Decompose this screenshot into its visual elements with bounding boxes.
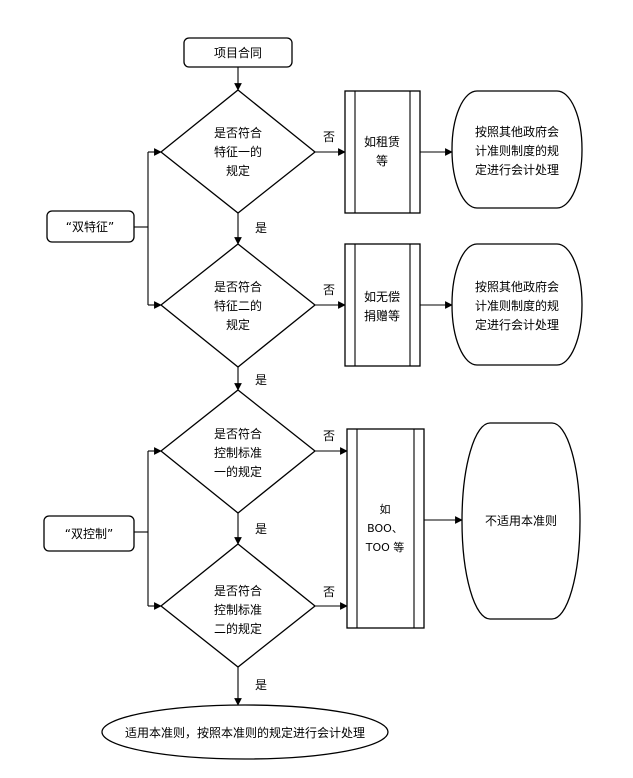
decision-line: 控制标准 xyxy=(214,603,262,617)
outcome-line: 计准则制度的规 xyxy=(475,298,559,313)
edge-label-yes: 是 xyxy=(255,522,267,536)
decision-line: 是否符合 xyxy=(214,583,262,598)
outcome-line: 不适用本准则 xyxy=(485,514,557,528)
decision-line: 规定 xyxy=(226,317,250,332)
edge-label-no: 否 xyxy=(323,283,335,297)
process-line: BOO、 xyxy=(367,522,403,535)
decision-line: 规定 xyxy=(226,163,250,178)
side-label-features: “双特征” xyxy=(46,210,135,243)
decision-line: 是否符合 xyxy=(214,426,262,441)
edge-label-yes: 是 xyxy=(255,373,267,387)
connectors xyxy=(134,67,463,706)
process-box-3: 如 BOO、 TOO 等 xyxy=(346,428,425,629)
process-rect xyxy=(346,428,425,629)
outcome-line: 定进行会计处理 xyxy=(475,317,559,332)
side-label-control: “双控制” xyxy=(43,515,135,552)
outcome-shape xyxy=(451,243,583,366)
process-line: 如 xyxy=(380,502,391,516)
start-box xyxy=(183,37,293,68)
process-line: 等 xyxy=(376,154,388,168)
decision-1: 是否符合 特征一的 规定 xyxy=(159,89,317,214)
decision-line: 是否符合 xyxy=(214,279,262,294)
start-node: 项目合同 xyxy=(183,37,293,68)
process-line: 捐赠等 xyxy=(364,309,400,323)
process-line: 如无偿 xyxy=(364,289,400,304)
side-box-features xyxy=(46,210,135,243)
process-box-1: 如租赁 等 xyxy=(344,90,421,214)
outcome-1: 按照其他政府会 计准则制度的规 定进行会计处理 xyxy=(451,90,583,209)
decision-line: 特征一的 xyxy=(214,144,262,159)
end-node: 适用本准则，按照本准则的规定进行会计处理 xyxy=(101,704,389,760)
decision-line: 二的规定 xyxy=(214,621,262,636)
outcome-line: 定进行会计处理 xyxy=(475,162,559,177)
decision-4: 是否符合 控制标准 二的规定 xyxy=(159,543,317,668)
edge-labels: 是 是 是 是 否 否 否 否 xyxy=(255,130,335,692)
outcome-shape xyxy=(451,90,583,209)
outcome-line: 按照其他政府会 xyxy=(475,279,559,294)
process-line: TOO 等 xyxy=(365,540,405,554)
start-label: 项目合同 xyxy=(214,45,262,60)
decision-line: 是否符合 xyxy=(214,125,262,140)
edge-label-no: 否 xyxy=(323,130,335,144)
end-label: 适用本准则，按照本准则的规定进行会计处理 xyxy=(125,725,365,740)
process-rect xyxy=(344,90,421,214)
decision-line: 一的规定 xyxy=(214,464,262,479)
outcome-2: 按照其他政府会 计准则制度的规 定进行会计处理 xyxy=(451,243,583,366)
decision-diamond xyxy=(159,243,317,368)
end-ellipse xyxy=(101,704,389,760)
outcome-line: 按照其他政府会 xyxy=(475,124,559,139)
edge-label-no: 否 xyxy=(323,429,335,443)
process-rect xyxy=(344,243,421,367)
decision-line: 特征二的 xyxy=(214,298,262,313)
side-label-features-text: “双特征” xyxy=(66,219,114,234)
side-label-control-text: “双控制” xyxy=(65,527,113,541)
process-line: 如租赁 xyxy=(364,134,400,149)
side-box-control xyxy=(43,515,135,552)
outcome-shape xyxy=(461,422,581,620)
outcome-3: 不适用本准则 xyxy=(461,422,581,620)
decision-diamond xyxy=(159,89,317,214)
edge-label-no: 否 xyxy=(323,585,335,599)
decision-diamond xyxy=(159,543,317,668)
process-box-2: 如无偿 捐赠等 xyxy=(344,243,421,367)
outcome-line: 计准则制度的规 xyxy=(475,143,559,158)
edge-label-yes: 是 xyxy=(255,678,267,692)
decision-3: 是否符合 控制标准 一的规定 xyxy=(159,389,317,514)
decision-line: 控制标准 xyxy=(214,446,262,460)
decision-2: 是否符合 特征二的 规定 xyxy=(159,243,317,368)
edge-label-yes: 是 xyxy=(255,221,267,235)
decision-diamond xyxy=(159,389,317,514)
